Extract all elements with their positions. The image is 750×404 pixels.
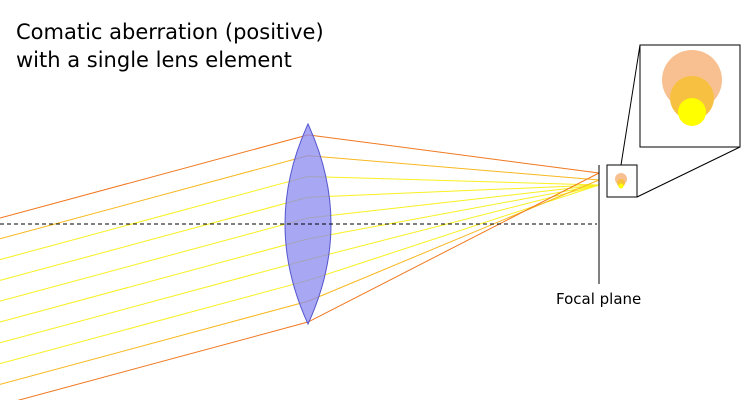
zoom-connector-upper xyxy=(620,44,641,166)
refracted-ray xyxy=(307,172,600,323)
diagram-title-line-1: Comatic aberration (positive) xyxy=(16,20,324,44)
incident-ray xyxy=(0,134,309,219)
focal-plane-label: Focal plane xyxy=(556,290,642,308)
light-rays xyxy=(0,134,600,404)
incident-ray xyxy=(0,196,309,281)
diagram-title-line-2: with a single lens element xyxy=(16,48,292,72)
incident-ray xyxy=(0,259,309,344)
refracted-ray xyxy=(307,184,600,281)
coma-spot-small-inner xyxy=(618,183,624,189)
incident-ray xyxy=(0,279,309,365)
refracted-ray xyxy=(307,184,600,198)
incident-ray xyxy=(0,175,309,261)
refracted-ray xyxy=(307,134,600,174)
incident-ray xyxy=(0,238,309,323)
incident-ray xyxy=(0,300,309,385)
refracted-ray xyxy=(307,179,600,302)
refracted-ray xyxy=(307,184,600,219)
refracted-ray xyxy=(307,184,600,261)
zoom-connector-lower xyxy=(636,146,741,198)
incident-ray xyxy=(2,321,309,404)
coma-spot-zoom-inner xyxy=(678,98,706,126)
refracted-ray xyxy=(307,155,600,181)
incident-ray xyxy=(0,155,309,240)
refracted-ray xyxy=(307,175,600,186)
refracted-ray xyxy=(307,184,600,240)
incident-ray xyxy=(0,217,309,302)
